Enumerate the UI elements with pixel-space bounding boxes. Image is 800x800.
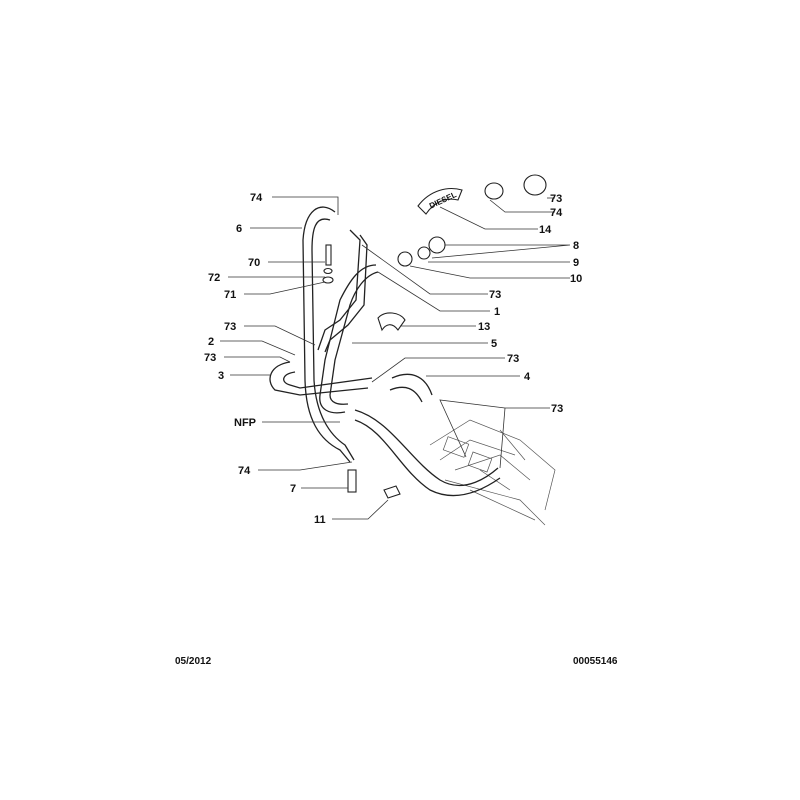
- label-72: 72: [208, 272, 220, 284]
- label-6: 6: [236, 223, 242, 235]
- label-14: 14: [539, 224, 552, 236]
- cap-8: [428, 236, 446, 254]
- label-73: 73: [224, 321, 236, 333]
- washer-72: [323, 267, 333, 275]
- label-13: 13: [478, 321, 490, 333]
- seal-9: [417, 246, 431, 260]
- label-70: 70: [248, 257, 260, 269]
- label-73: 73: [204, 352, 216, 364]
- clamp-73: [523, 174, 547, 196]
- label-7: 7: [290, 483, 296, 495]
- small-parts: [322, 174, 547, 499]
- bracket-13: [377, 312, 406, 332]
- ring-10: [397, 251, 413, 267]
- label-73: 73: [507, 353, 519, 365]
- label-5: 5: [491, 338, 497, 350]
- leader-lines: [220, 196, 571, 520]
- label-11: 11: [314, 514, 326, 526]
- washer-71: [322, 276, 334, 284]
- label-74: 74: [238, 465, 251, 477]
- label-nfp: NFP: [234, 417, 256, 429]
- label-10: 10: [570, 273, 582, 285]
- label-71: 71: [224, 289, 236, 301]
- sensor-7: [347, 469, 357, 493]
- label-3: 3: [218, 370, 224, 382]
- footer-date: 05/2012: [175, 656, 212, 667]
- clamp-74: [484, 182, 504, 200]
- label-74: 74: [250, 192, 263, 204]
- label-73: 73: [489, 289, 501, 301]
- label-4: 4: [524, 371, 531, 383]
- label-73: 73: [550, 193, 562, 205]
- label-2: 2: [208, 336, 214, 348]
- label-1: 1: [494, 306, 500, 318]
- footer-reference: 00055146: [573, 656, 618, 667]
- part-labels: 74 6 70 72 71 73 2 73 3 NFP 74 7 11 73 7…: [204, 192, 582, 526]
- label-9: 9: [573, 257, 579, 269]
- diesel-badge: DIESEL: [417, 188, 463, 215]
- label-73: 73: [551, 403, 563, 415]
- label-74: 74: [550, 207, 563, 219]
- bolt-70: [325, 244, 332, 266]
- hoses: [269, 206, 501, 496]
- label-8: 8: [573, 240, 579, 252]
- clamp-11: [383, 485, 401, 499]
